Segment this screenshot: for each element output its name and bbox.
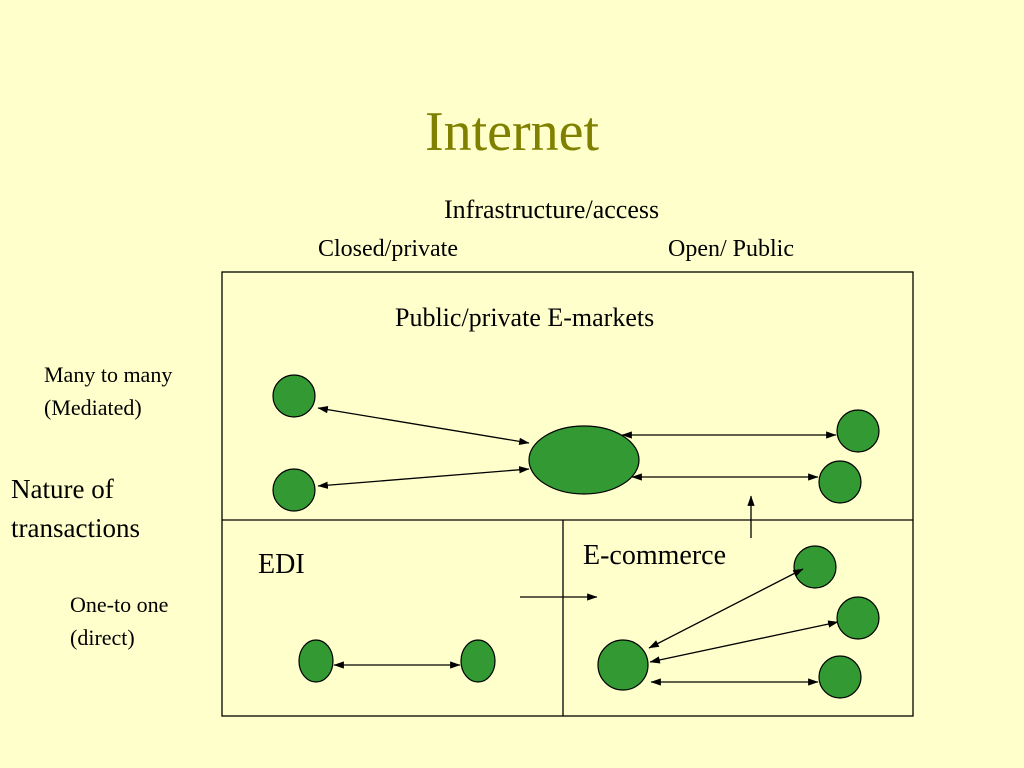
arrow-emarket-left-top (317, 406, 530, 445)
axis-top-left-label: Closed/private (318, 236, 458, 262)
node-ecommerce-top (793, 545, 837, 589)
node-emarket-left-top (272, 374, 316, 418)
axis-left-top-line2: (Mediated) (44, 395, 142, 420)
quadrant-bottom-right-label: E-commerce (583, 540, 727, 571)
slide-title: Internet (424, 101, 600, 163)
node-emarket-left-bottom (272, 468, 316, 512)
axis-left-bottom-line2: (direct) (70, 625, 135, 650)
axis-top-label: Infrastructure/access (444, 195, 660, 224)
axis-left-line1: Nature of (11, 474, 114, 504)
node-ecommerce-middle (836, 596, 880, 640)
axis-left-bottom-line1: One-to one (70, 592, 169, 617)
node-edi-right (460, 639, 496, 683)
axis-left-line2: transactions (11, 513, 140, 543)
axis-top-right-label: Open/ Public (668, 236, 794, 262)
arrow-ecommerce-middle (649, 620, 839, 664)
arrow-ecommerce-top (648, 568, 804, 649)
quadrant-bottom-left-label: EDI (258, 549, 305, 580)
node-emarket-right-top (836, 409, 880, 453)
node-emarket-hub (528, 425, 640, 495)
node-ecommerce-hub (597, 639, 649, 691)
axis-left-label: Nature of transactions (11, 470, 211, 548)
axis-left-top-label: Many to many (Mediated) (44, 358, 224, 424)
node-edi-left (298, 639, 334, 683)
outer-box (221, 271, 914, 717)
quadrant-top-label: Public/private E-markets (395, 303, 655, 332)
node-emarket-right-bottom (818, 460, 862, 504)
axis-left-top-line1: Many to many (44, 362, 173, 387)
arrow-emarket-left-bottom (317, 466, 530, 489)
node-ecommerce-bottom (818, 655, 862, 699)
axis-left-bottom-label: One-to one (direct) (70, 588, 220, 654)
